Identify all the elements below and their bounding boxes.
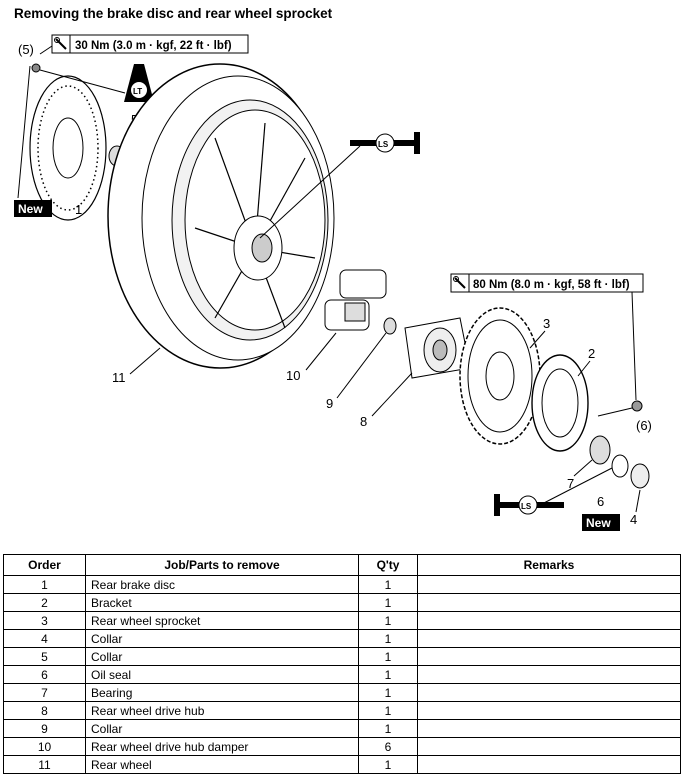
cell-part: Rear wheel drive hub damper <box>85 737 359 756</box>
cell-order: 5 <box>3 647 86 666</box>
page-title: Removing the brake disc and rear wheel s… <box>14 6 333 21</box>
callout-7: 7 <box>567 476 574 491</box>
table-header-row: Order Job/Parts to remove Q'ty Remarks <box>3 554 681 576</box>
cell-qty: 1 <box>358 665 418 684</box>
callout-6-paren: (6) <box>636 418 652 433</box>
header-order: Order <box>3 554 86 576</box>
cell-remarks <box>417 737 681 756</box>
oil-seal <box>611 454 629 478</box>
cell-remarks <box>417 629 681 648</box>
svg-text:LT: LT <box>133 87 142 96</box>
torque-spec-1: 30 Nm (3.0 m · kgf, 22 ft · lbf) <box>75 40 232 52</box>
cell-remarks <box>417 647 681 666</box>
callout-9: 9 <box>326 396 333 411</box>
callout-11: 11 <box>112 370 126 385</box>
rear-wheel <box>107 63 335 369</box>
header-job-parts: Job/Parts to remove <box>85 554 359 576</box>
header-qty: Q'ty <box>358 554 418 576</box>
bracket <box>531 354 589 452</box>
svg-text:LS: LS <box>521 502 532 511</box>
cell-part: Rear wheel <box>85 755 359 774</box>
svg-text:New: New <box>586 516 611 530</box>
hub-dampers <box>324 269 387 331</box>
parts-table: Order Job/Parts to remove Q'ty Remarks 1… <box>3 554 681 774</box>
exploded-view-diagram: 30 Nm (3.0 m · kgf, 22 ft · lbf) (5) LT … <box>14 34 652 531</box>
cell-qty: 1 <box>358 647 418 666</box>
cell-qty: 1 <box>358 719 418 738</box>
new-badge-disc-bolt: New <box>14 200 52 217</box>
cell-qty: 1 <box>358 611 418 630</box>
cell-qty: 6 <box>358 737 418 756</box>
callout-4: 4 <box>630 512 637 527</box>
cell-part: Bearing <box>85 683 359 702</box>
cell-order: 3 <box>3 611 86 630</box>
cell-part: Rear wheel sprocket <box>85 611 359 630</box>
cell-qty: 1 <box>358 593 418 612</box>
ls-grease-icon-bottom: LS <box>494 467 613 516</box>
cell-part: Rear brake disc <box>85 575 359 594</box>
cell-order: 4 <box>3 629 86 648</box>
cell-order: 7 <box>3 683 86 702</box>
brake-disc <box>29 63 107 221</box>
cell-part: Collar <box>85 629 359 648</box>
callout-3: 3 <box>543 316 550 331</box>
cell-part: Oil seal <box>85 665 359 684</box>
callout-6: 6 <box>597 494 604 509</box>
cell-order: 6 <box>3 665 86 684</box>
torque-spec-box-1: 30 Nm (3.0 m · kgf, 22 ft · lbf) <box>51 34 249 54</box>
cell-remarks <box>417 665 681 684</box>
cell-order: 11 <box>3 755 86 774</box>
cell-order: 9 <box>3 719 86 738</box>
cell-part: Collar <box>85 647 359 666</box>
ls-grease-icon-top: LS <box>259 132 420 239</box>
cell-part: Collar <box>85 719 359 738</box>
cell-part: Rear wheel drive hub <box>85 701 359 720</box>
callout-8: 8 <box>360 414 367 429</box>
rear-sprocket <box>459 307 541 445</box>
callout-2: 2 <box>588 346 595 361</box>
svg-text:New: New <box>18 202 43 216</box>
torque-spec-box-2: 80 Nm (8.0 m · kgf, 58 ft · lbf) <box>450 273 644 293</box>
cell-order: 8 <box>3 701 86 720</box>
callout-5-paren: (5) <box>18 42 34 57</box>
header-remarks: Remarks <box>417 554 681 576</box>
cell-remarks <box>417 683 681 702</box>
cell-qty: 1 <box>358 575 418 594</box>
callout-10: 10 <box>286 368 300 383</box>
cell-remarks <box>417 611 681 630</box>
cell-remarks <box>417 701 681 720</box>
svg-text:LS: LS <box>378 140 389 149</box>
callout-1: 1 <box>75 202 82 217</box>
cell-remarks <box>417 755 681 774</box>
torque-spec-2: 80 Nm (8.0 m · kgf, 58 ft · lbf) <box>473 279 630 291</box>
cell-qty: 1 <box>358 701 418 720</box>
wrench-icon <box>51 34 71 54</box>
cell-qty: 1 <box>358 683 418 702</box>
wrench-icon <box>450 273 470 293</box>
collar <box>630 463 650 489</box>
cell-order: 1 <box>3 575 86 594</box>
lt-locking-agent-icon: LT <box>124 64 154 102</box>
cell-part: Bracket <box>85 593 359 612</box>
cell-qty: 1 <box>358 755 418 774</box>
cell-remarks <box>417 575 681 594</box>
cell-remarks <box>417 719 681 738</box>
cell-order: 10 <box>3 737 86 756</box>
cell-order: 2 <box>3 593 86 612</box>
cell-remarks <box>417 593 681 612</box>
cell-qty: 1 <box>358 629 418 648</box>
new-badge-oil-seal: New <box>582 514 620 531</box>
bearing <box>589 435 611 465</box>
